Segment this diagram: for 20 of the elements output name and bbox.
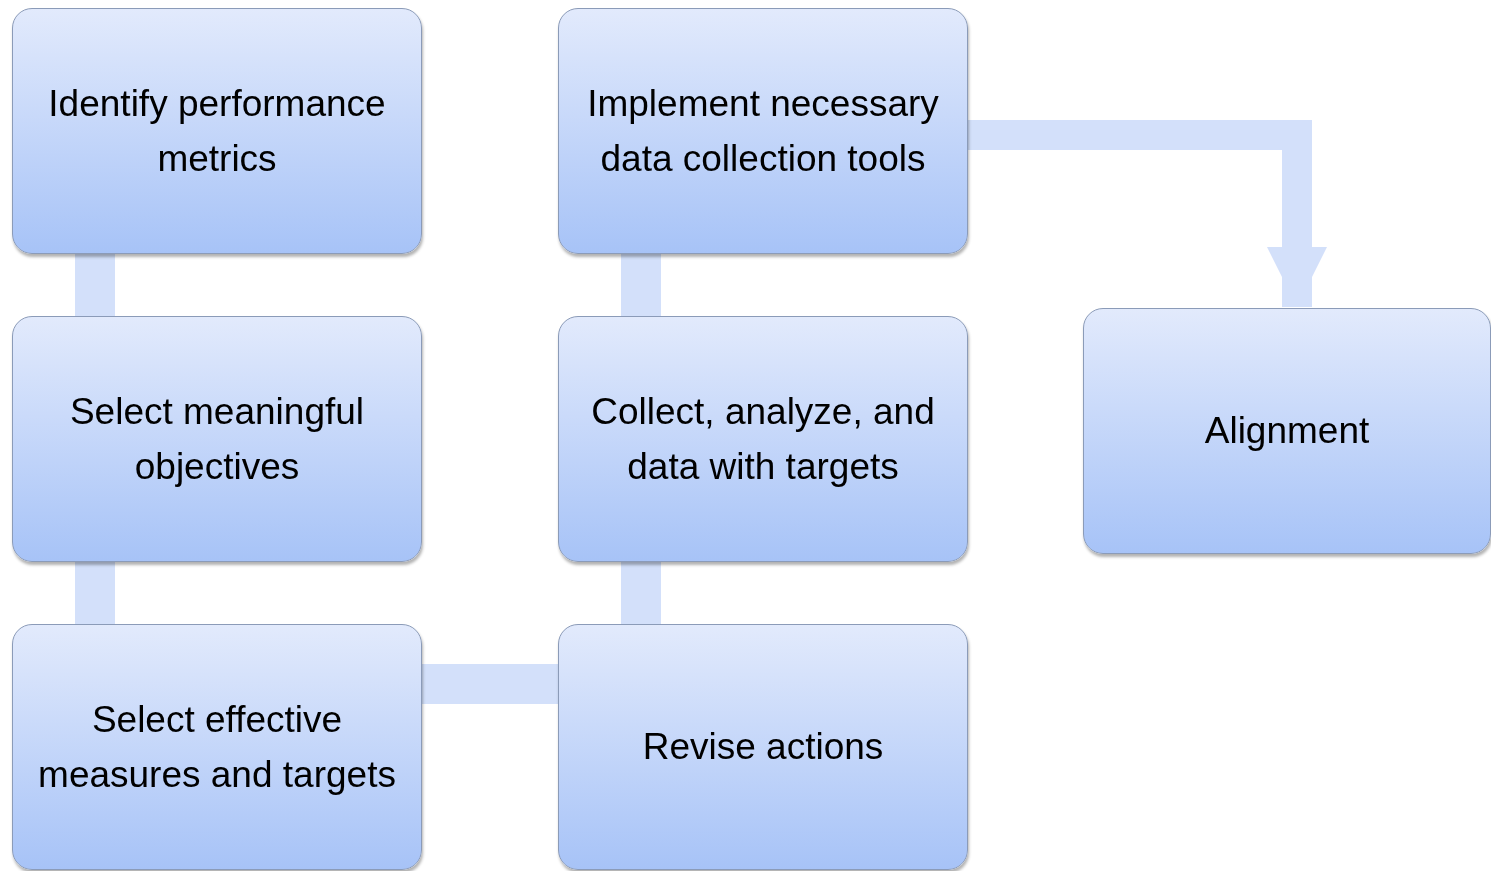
box-label: Implement necessary data collection tools: [586, 81, 940, 181]
box-label: Select meaningful objectives: [68, 389, 366, 489]
process-box: [558, 316, 968, 562]
box-label: Select effective measures and targets: [37, 697, 397, 797]
process-box: [12, 316, 422, 562]
process-box: [12, 624, 422, 870]
connector-band: [621, 254, 661, 316]
box-label: Alignment: [1204, 409, 1370, 454]
connector-band: [75, 254, 115, 316]
box-label: Revise actions: [642, 725, 884, 770]
arrow: [968, 120, 1327, 307]
box-label: Collect, analyze, and data with targets: [590, 389, 936, 489]
process-box: [558, 8, 968, 254]
connector-band: [422, 664, 558, 704]
box-label: Identify performance metrics: [47, 81, 387, 181]
process-box: [558, 624, 968, 870]
connector-band: [75, 562, 115, 624]
process-box: [12, 8, 422, 254]
connector-band: [621, 562, 661, 624]
process-box: [1083, 308, 1491, 554]
